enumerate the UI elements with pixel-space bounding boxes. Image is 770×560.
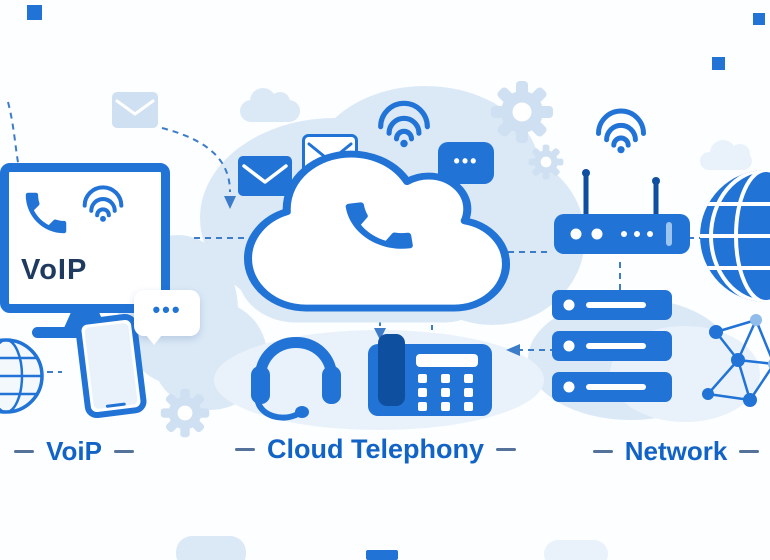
monitor-voip-label: VoIP (21, 254, 88, 286)
gear-icon (528, 144, 564, 180)
gear-icon (491, 81, 553, 143)
server-stack-icon (552, 290, 672, 402)
caption-network: Network (586, 436, 766, 467)
wifi-signal-icon (82, 185, 124, 222)
caption-network-label: Network (624, 436, 728, 466)
dash-mark (496, 448, 516, 451)
caption-voip: VoiP (0, 436, 148, 467)
desk-phone-icon (368, 334, 492, 416)
background-blob (544, 540, 608, 560)
dash-mark (235, 448, 255, 451)
decor-square (27, 5, 42, 20)
wifi-icon (378, 100, 430, 148)
caption-voip-label: VoiP (46, 436, 102, 466)
small-cloud-icon (700, 140, 752, 170)
gear-icon (160, 388, 210, 438)
network-nodes-icon (702, 314, 770, 407)
caption-cloud-telephony: Cloud Telephony (228, 434, 523, 465)
globe-icon (700, 170, 770, 302)
decor-square (366, 550, 398, 560)
speech-bubble-dots: ••• (453, 150, 479, 171)
router-icon (554, 169, 690, 254)
headset-icon (251, 337, 341, 421)
decor-square (712, 57, 725, 70)
cloud-icon (237, 150, 511, 323)
caption-cloud-telephony-label: Cloud Telephony (267, 434, 484, 464)
envelope-icon (238, 156, 292, 196)
background-blob (176, 536, 246, 560)
envelope-icon (112, 92, 158, 128)
speech-bubble-dots: ••• (152, 297, 182, 322)
dash-mark (113, 450, 134, 453)
wifi-icon (596, 108, 646, 154)
small-cloud-icon (240, 88, 300, 122)
globe-icon (0, 338, 44, 414)
dash-mark (592, 450, 613, 453)
dash-mark (739, 450, 760, 453)
dash-mark (14, 450, 35, 453)
phone-handset-icon (25, 192, 67, 234)
decor-square (753, 13, 765, 25)
speech-bubble-icon: ••• (134, 290, 200, 345)
monitor-icon: VoIP (0, 163, 170, 313)
smartphone-screen (84, 322, 138, 410)
